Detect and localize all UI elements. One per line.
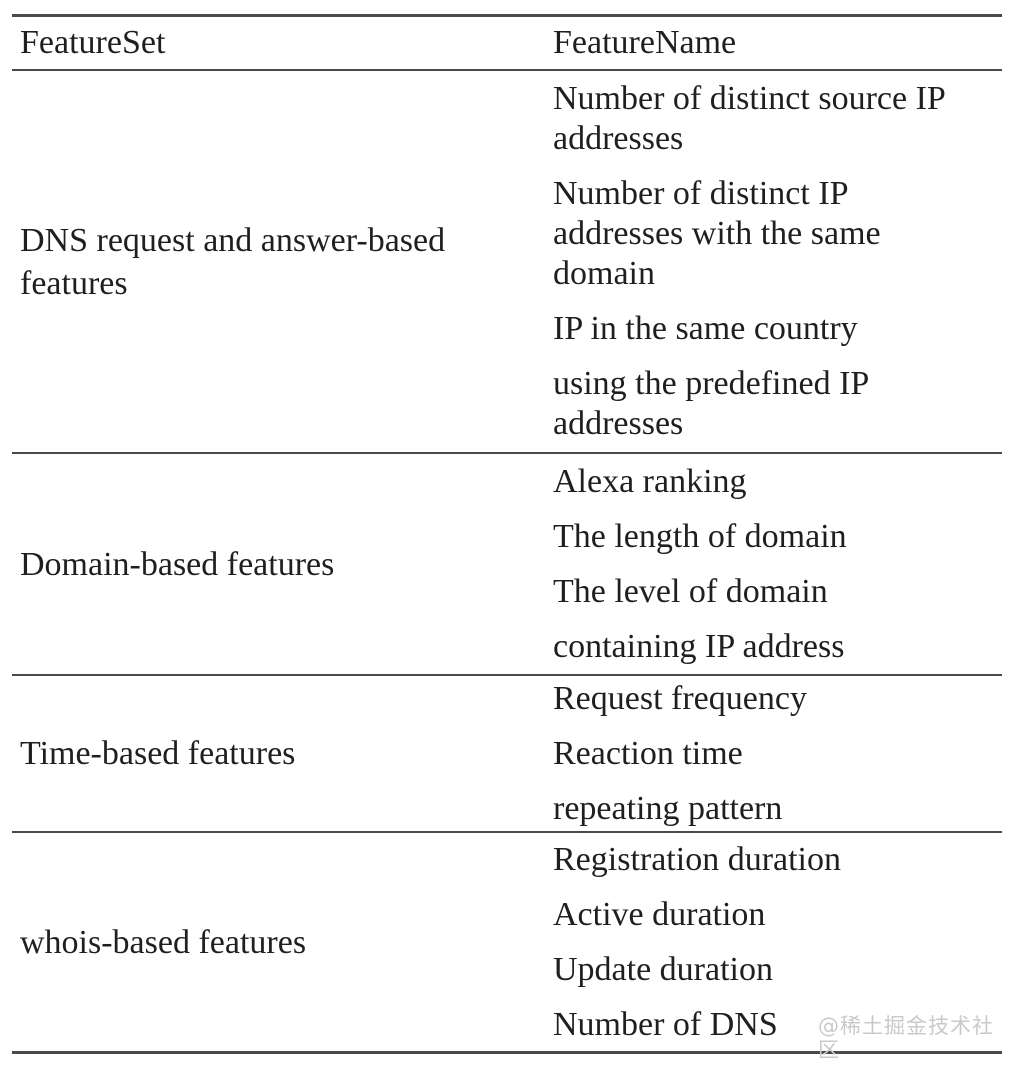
watermark-label: @稀土掘金技术社区	[818, 1014, 994, 1062]
table-body: DNS request and answer-based features Nu…	[12, 71, 1002, 1051]
table-header-row: FeatureSet FeatureName	[12, 17, 1002, 71]
feature-set-label: whois-based features	[20, 923, 307, 961]
feature-name: Request frequency	[553, 679, 807, 717]
column-header-featureset: FeatureSet	[20, 24, 166, 61]
feature-table: FeatureSet FeatureName DNS request and a…	[12, 14, 1002, 1054]
feature-name: Number of distinct source IP addresses	[553, 80, 946, 157]
feature-set-cell: DNS request and answer-based features	[12, 71, 553, 452]
feature-name: Number of distinct IP addresses with the…	[553, 175, 881, 292]
feature-name: Reaction time	[553, 734, 743, 772]
feature-name: Registration duration	[553, 840, 842, 878]
feature-name: Alexa ranking	[553, 462, 747, 500]
feature-name: repeating pattern	[553, 789, 783, 827]
feature-name: Number of DNS	[553, 1005, 778, 1043]
feature-name: Update duration	[553, 950, 773, 988]
feature-name: The length of domain	[553, 517, 847, 555]
feature-set-label: Time-based features	[20, 735, 296, 772]
feature-set-label: Domain-based features	[20, 545, 335, 583]
feature-set-cell: Time-based features	[12, 676, 553, 831]
column-header-featurename: FeatureName	[553, 24, 737, 61]
feature-name: Active duration	[553, 895, 766, 933]
feature-set-label: DNS request and answer-based features	[20, 221, 446, 302]
feature-name: containing IP address	[553, 627, 845, 665]
table-row: whois-based features Registration durati…	[12, 833, 1002, 1051]
feature-set-cell: whois-based features	[12, 833, 553, 1051]
feature-name: The level of domain	[553, 572, 828, 610]
table-row: DNS request and answer-based features Nu…	[12, 71, 1002, 454]
feature-set-cell: Domain-based features	[12, 454, 553, 674]
feature-name: IP in the same country	[553, 310, 858, 347]
feature-name: using the predefined IP addresses	[553, 365, 870, 442]
